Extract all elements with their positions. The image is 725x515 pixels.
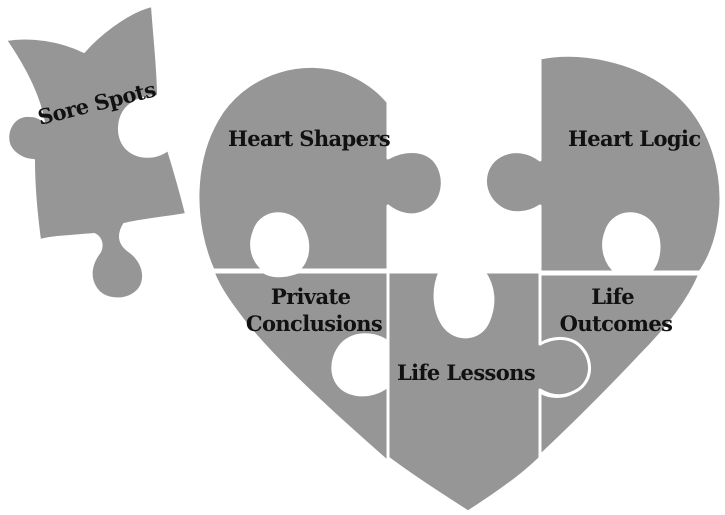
- heart-puzzle: [196, 53, 723, 514]
- sore-spots-piece-group: [5, 5, 187, 300]
- label-private-conclusions-line-1: Private: [271, 284, 351, 309]
- label-life-outcomes-line-2: Outcomes: [560, 311, 673, 336]
- piece-sore-spots: [5, 5, 187, 300]
- piece-heart-shapers: [196, 65, 444, 272]
- label-life-outcomes: Life Outcomes: [560, 284, 673, 336]
- label-heart-shapers: Heart Shapers: [228, 126, 390, 151]
- piece-life-outcomes: [538, 272, 702, 458]
- label-private-conclusions: Private Conclusions: [246, 284, 382, 336]
- label-heart-logic: Heart Logic: [568, 126, 701, 151]
- label-life-lessons: Life Lessons: [397, 360, 535, 385]
- label-private-conclusions-line-2: Conclusions: [246, 311, 382, 336]
- piece-heart-logic: [484, 53, 723, 274]
- label-life-outcomes-line-1: Life: [591, 284, 634, 309]
